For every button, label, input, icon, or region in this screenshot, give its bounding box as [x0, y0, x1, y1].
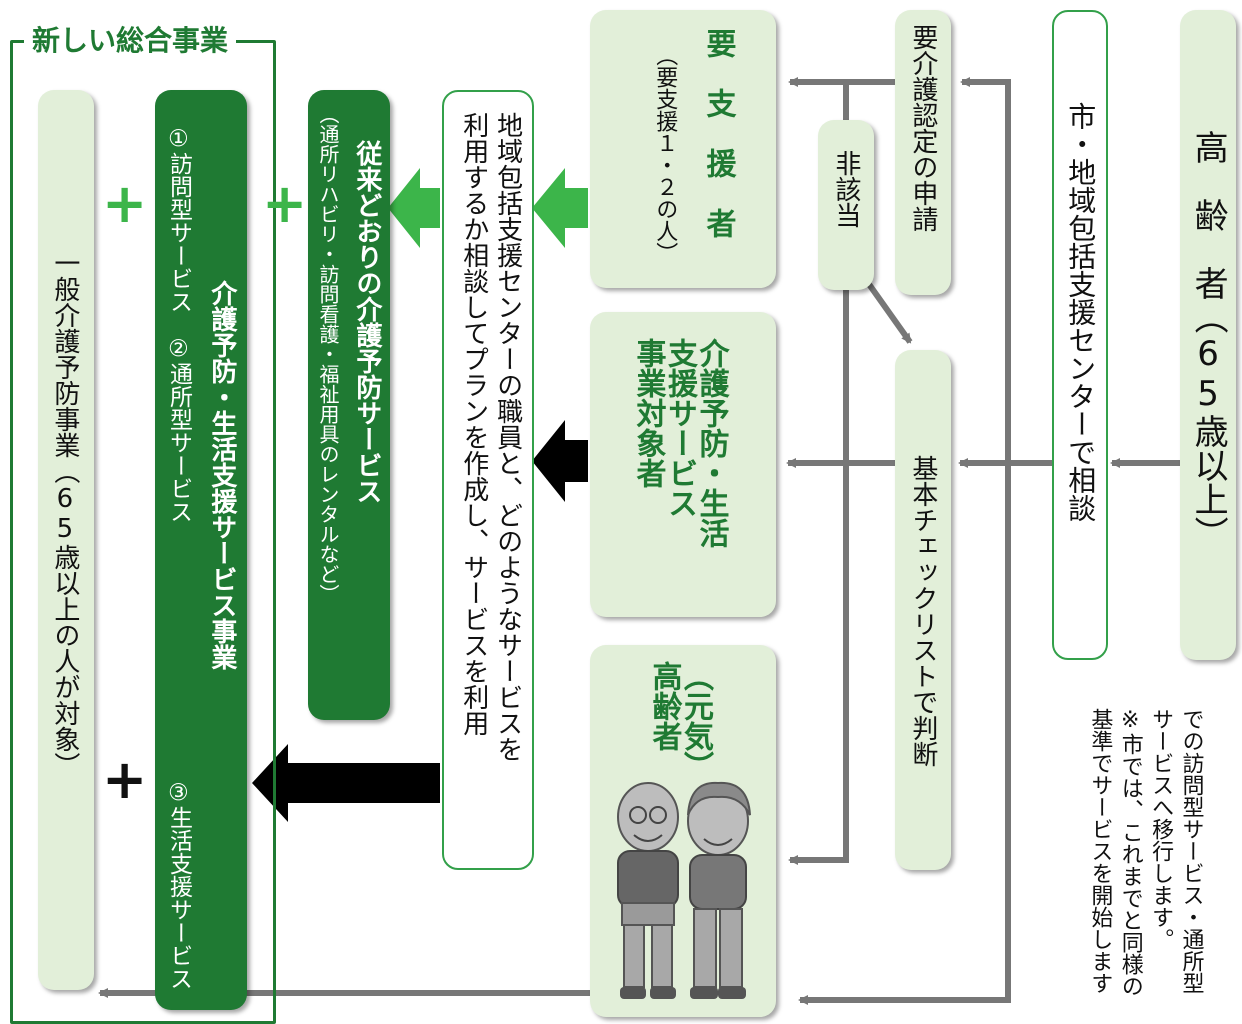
- not-applicable-box: 非該当: [818, 120, 874, 290]
- footnote-line-2: サービスへ移行します。: [1148, 708, 1174, 950]
- plus-icon: +: [102, 172, 148, 235]
- new-business-title: 新しい総合事業: [24, 26, 237, 56]
- support-needed-box: 要 支 援 者 （要支援１・２の人）: [590, 10, 776, 288]
- green-arrow-plan-to-conventional: [388, 168, 440, 248]
- prevention-business-title: 介護予防・生活支援サービス事業: [206, 280, 237, 670]
- general-prevention-box: 一般介護予防事業（65歳以上の人が対象）: [38, 90, 94, 990]
- elderly-woman-figure: [687, 781, 751, 999]
- black-arrow-plan-to-prevention: [252, 744, 440, 822]
- elderly-people-illustration: [617, 781, 751, 999]
- footnote-text: での訪問型サービス・通所型 サービスへ移行します。 ※市では、これまでと同様の …: [1084, 708, 1205, 997]
- arrow-not-applicable-to-healthy: [788, 290, 849, 865]
- plan-text: 地域包括支援センターの職員と、どのようなサービスを 利用するか相談してプランを作…: [456, 112, 524, 762]
- healthy-elderly-line-2: 高齢者: [646, 661, 682, 751]
- plan-line-2: 利用するか相談してプランを作成し、サービスを利用: [458, 112, 489, 736]
- plus-icon: +: [262, 172, 308, 235]
- plan-box: 地域包括支援センターの職員と、どのようなサービスを 利用するか相談してプランを作…: [442, 90, 534, 870]
- checklist-box: 基本チェックリストで判断: [895, 350, 951, 870]
- footnote-line-3: ※市では、これまでと同様の: [1117, 708, 1143, 997]
- arrow-consult-to-healthy: [798, 655, 1011, 1005]
- consult-box: 市・地域包括支援センターで相談: [1052, 10, 1108, 660]
- footnote-line-1: での訪問型サービス・通所型: [1178, 708, 1204, 994]
- general-prevention-label: 一般介護予防事業（65歳以上の人が対象）: [49, 250, 80, 778]
- prevention-target-line-2: 支援サービス: [662, 338, 697, 518]
- healthy-elderly-line-1: （元気）: [678, 661, 713, 781]
- conventional-service-box: 従来どおりの介護予防サービス （通所リハビリ・訪問看護・福祉用具のレンタルなど）: [308, 90, 390, 720]
- elderly-man-figure: [617, 782, 679, 999]
- prevention-target-title: 介護予防・生活 支援サービス 事業対象者: [630, 338, 729, 548]
- black-arrow-target-to-plan: [532, 420, 588, 502]
- support-needed-note: （要支援１・２の人）: [652, 44, 678, 264]
- prevention-business-col2: ③生活支援サービス: [165, 780, 192, 990]
- prevention-business-box: 介護予防・生活支援サービス事業 ①訪問型サービス ②通所型サービス ③生活支援サ…: [155, 90, 247, 1010]
- arrow-consult-to-application: [960, 77, 1011, 655]
- consult-label: 市・地域包括支援センターで相談: [1064, 102, 1098, 522]
- prevention-target-line-1: 介護予防・生活: [693, 338, 729, 548]
- healthy-elderly-title: （元気） 高齢者: [646, 661, 714, 781]
- footnote-line-4: 基準でサービスを開始します: [1087, 708, 1113, 994]
- care-application-box: 要介護認定の申請: [895, 10, 951, 295]
- conventional-service-note: （通所リハビリ・訪問看護・福祉用具のレンタルなど）: [316, 104, 340, 604]
- care-application-label: 要介護認定の申請: [907, 24, 938, 232]
- elderly-label: 高 齢 者（65歳以上）: [1188, 130, 1229, 550]
- support-needed-title: 要 支 援 者: [700, 28, 736, 238]
- plus-icon: +: [102, 748, 148, 811]
- elderly-box: 高 齢 者（65歳以上）: [1180, 10, 1236, 660]
- not-applicable-label: 非該当: [830, 150, 861, 228]
- checklist-label: 基本チェックリストで判断: [907, 455, 938, 767]
- conventional-service-title: 従来どおりの介護予防サービス: [351, 140, 382, 504]
- green-arrow-support-to-plan: [532, 168, 588, 248]
- prevention-target-box: 介護予防・生活 支援サービス 事業対象者: [590, 312, 776, 617]
- healthy-elderly-box: （元気） 高齢者: [590, 645, 776, 1017]
- plan-line-1: 地域包括支援センターの職員と、どのようなサービスを: [492, 112, 523, 762]
- arrow-not-applicable-to-checklist: [863, 278, 913, 344]
- prevention-target-line-3: 事業対象者: [630, 338, 666, 488]
- prevention-business-col1: ①訪問型サービス ②通所型サービス: [165, 126, 192, 523]
